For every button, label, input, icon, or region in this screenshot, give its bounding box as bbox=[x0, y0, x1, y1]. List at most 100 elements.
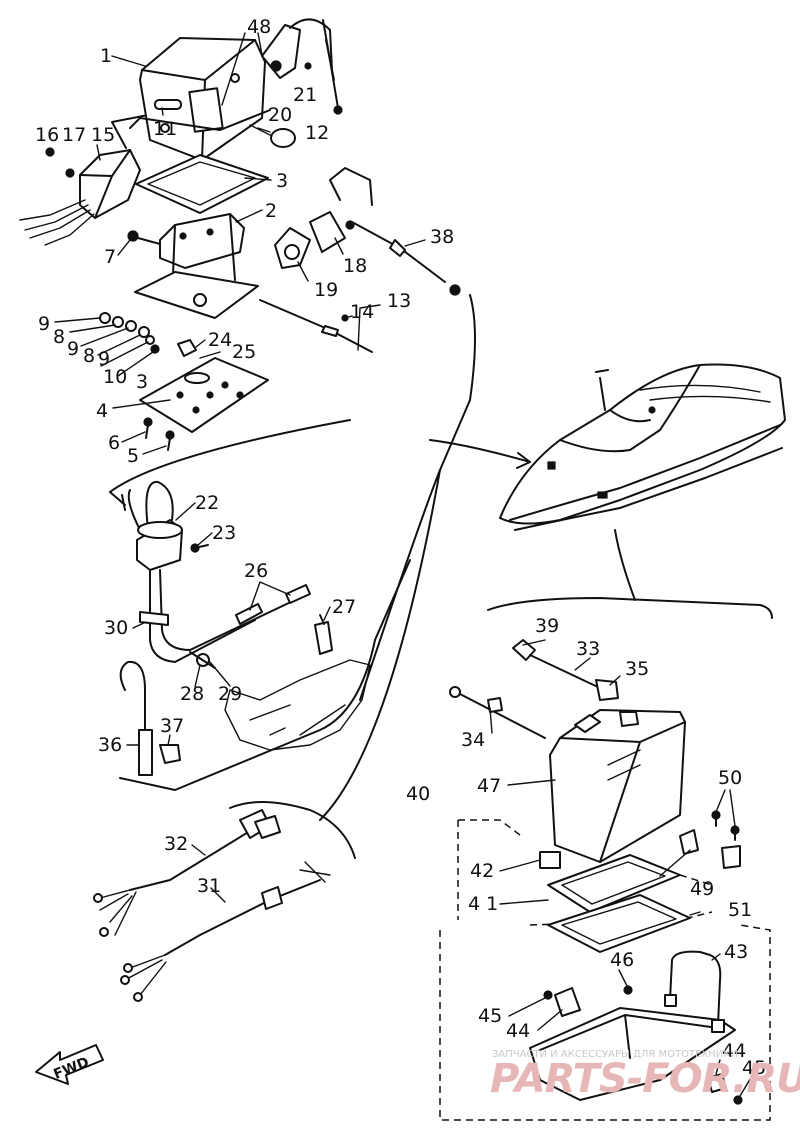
relay-19 bbox=[274, 227, 311, 269]
callout-40: 40 bbox=[406, 783, 430, 805]
group-boundary-lines bbox=[109, 114, 773, 859]
watermark-tagline: ЗАПЧАСТИ И АКСЕССУАРЫ ДЛЯ МОТОТЕХНИКИ bbox=[492, 1049, 738, 1060]
watermark: ЗАПЧАСТИ И АКСЕССУАРЫ ДЛЯ МОТОТЕХНИКИ PA… bbox=[490, 1049, 800, 1102]
callout-48: 48 bbox=[247, 16, 271, 38]
battery-box bbox=[529, 987, 736, 1101]
callout-9-a: 9 bbox=[38, 313, 50, 335]
callout-3-lower: 3 bbox=[136, 371, 148, 393]
harness-31 bbox=[120, 861, 331, 1002]
electrical-box-1 bbox=[129, 37, 271, 161]
callout-30: 30 bbox=[104, 617, 128, 639]
kit-outline-40 bbox=[457, 819, 713, 920]
callout-43: 43 bbox=[724, 941, 748, 963]
callout-50: 50 bbox=[718, 767, 742, 789]
callout-4: 4 bbox=[96, 400, 108, 422]
callout-27: 27 bbox=[332, 596, 356, 618]
callout-20: 20 bbox=[268, 104, 292, 126]
gasket-3 bbox=[135, 154, 269, 214]
callout-44-a: 44 bbox=[506, 1020, 530, 1042]
relay-18 bbox=[309, 167, 373, 253]
callout-8-b: 8 bbox=[83, 345, 95, 367]
spark-plug-cable-30 bbox=[139, 569, 311, 663]
callout-29: 29 bbox=[218, 683, 242, 705]
sensor-36 bbox=[119, 660, 153, 776]
callout-7: 7 bbox=[104, 246, 116, 268]
screw-7 bbox=[127, 230, 161, 245]
nut-24 bbox=[177, 339, 197, 357]
callout-51: 51 bbox=[728, 899, 752, 921]
battery-cable-33 bbox=[512, 639, 619, 701]
pad-42 bbox=[539, 851, 561, 869]
watercraft-hull bbox=[499, 363, 786, 531]
callout-18: 18 bbox=[343, 255, 367, 277]
callout-45-a: 45 bbox=[478, 1005, 502, 1027]
callout-6: 6 bbox=[108, 432, 120, 454]
ignition-coil-22 bbox=[121, 480, 183, 571]
callout-33: 33 bbox=[576, 638, 600, 660]
callout-labels: 1 48 20 21 11 12 16 17 15 3 2 7 18 19 38… bbox=[35, 16, 766, 1079]
callout-3-upper: 3 bbox=[276, 170, 288, 192]
callout-34: 34 bbox=[461, 729, 485, 751]
callout-39: 39 bbox=[535, 615, 559, 637]
callout-24: 24 bbox=[208, 329, 232, 351]
wire-lead-21 bbox=[304, 19, 343, 115]
callout-15: 15 bbox=[91, 124, 115, 146]
callout-17: 17 bbox=[62, 124, 86, 146]
watermark-site: PARTS-FOR.RU bbox=[490, 1056, 800, 1102]
callout-5: 5 bbox=[127, 445, 139, 467]
fwd-arrow bbox=[35, 1044, 104, 1085]
callout-26: 26 bbox=[244, 560, 268, 582]
callout-13: 13 bbox=[387, 290, 411, 312]
strap-43 bbox=[664, 950, 725, 1033]
screws-5-6 bbox=[143, 417, 175, 451]
clamp-28-29 bbox=[189, 651, 216, 669]
tray-41 bbox=[547, 854, 681, 913]
callout-36: 36 bbox=[98, 734, 122, 756]
callout-44-b: 44 bbox=[722, 1040, 746, 1062]
callout-35: 35 bbox=[625, 658, 649, 680]
mat-51 bbox=[547, 894, 691, 953]
callout-47: 47 bbox=[477, 775, 501, 797]
bolts-45-46 bbox=[543, 985, 743, 1105]
callout-11: 11 bbox=[153, 118, 177, 140]
callout-23: 23 bbox=[212, 522, 236, 544]
bolt-23 bbox=[190, 543, 209, 553]
callout-19: 19 bbox=[314, 279, 338, 301]
callout-22: 22 bbox=[195, 492, 219, 514]
callout-1: 1 bbox=[100, 45, 112, 67]
grommet-37 bbox=[159, 744, 181, 764]
callout-37: 37 bbox=[160, 715, 184, 737]
callout-32: 32 bbox=[164, 833, 188, 855]
callout-25: 25 bbox=[232, 341, 256, 363]
coil-20 bbox=[261, 18, 331, 79]
callout-38: 38 bbox=[430, 226, 454, 248]
callout-16: 16 bbox=[35, 124, 59, 146]
callout-41: 4 1 bbox=[468, 893, 498, 915]
callout-14: 14 bbox=[350, 301, 374, 323]
callout-9-c: 9 bbox=[98, 348, 110, 370]
cdi-unit-15 bbox=[19, 147, 141, 246]
callout-46: 46 bbox=[610, 949, 634, 971]
callout-21: 21 bbox=[293, 84, 317, 106]
bracket-49 bbox=[679, 810, 741, 869]
callout-9-b: 9 bbox=[67, 338, 79, 360]
callout-49: 49 bbox=[690, 878, 714, 900]
washers-8-9-10 bbox=[99, 312, 160, 354]
callout-42: 42 bbox=[470, 860, 494, 882]
engine-outline bbox=[224, 659, 371, 751]
leader-lines bbox=[54, 32, 753, 1097]
cap-12 bbox=[270, 128, 296, 148]
callout-10: 10 bbox=[103, 366, 127, 388]
callout-8-a: 8 bbox=[53, 326, 65, 348]
callout-2: 2 bbox=[265, 200, 277, 222]
callout-45-b: 45 bbox=[742, 1057, 766, 1079]
battery-47 bbox=[549, 709, 686, 863]
harness-32 bbox=[93, 809, 281, 937]
plate-4 bbox=[139, 357, 269, 433]
callout-12: 12 bbox=[305, 122, 329, 144]
spark-plug-27 bbox=[314, 614, 333, 655]
callout-28: 28 bbox=[180, 683, 204, 705]
cable-38 bbox=[351, 221, 461, 296]
